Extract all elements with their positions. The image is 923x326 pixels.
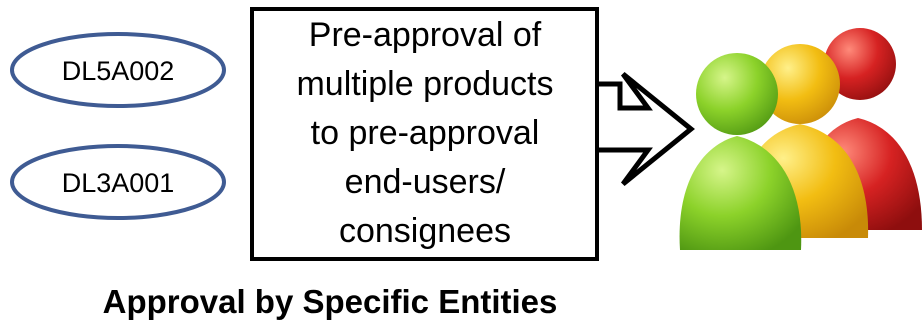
code-oval-1: DL5A002 [10,32,226,108]
box-line-1: Pre-approval of [309,16,542,54]
code-oval-2: DL3A001 [10,144,226,220]
pre-approval-box: Pre-approval of multiple products to pre… [250,7,599,261]
oval-shape [10,32,226,108]
box-line-4: end-users/ [345,163,506,201]
box-frame [250,7,599,261]
diagram-title: Approval by Specific Entities [103,283,558,320]
arrow-right-icon [597,72,695,186]
oval-shape [10,144,226,220]
code-label: DL5A002 [62,56,175,86]
person-green-icon [679,53,802,250]
box-line-5: consignees [339,212,511,250]
people-group-icon [679,28,922,250]
box-line-3: to pre-approval [311,114,540,152]
code-label: DL3A001 [62,168,175,198]
box-line-2: multiple products [296,65,553,103]
